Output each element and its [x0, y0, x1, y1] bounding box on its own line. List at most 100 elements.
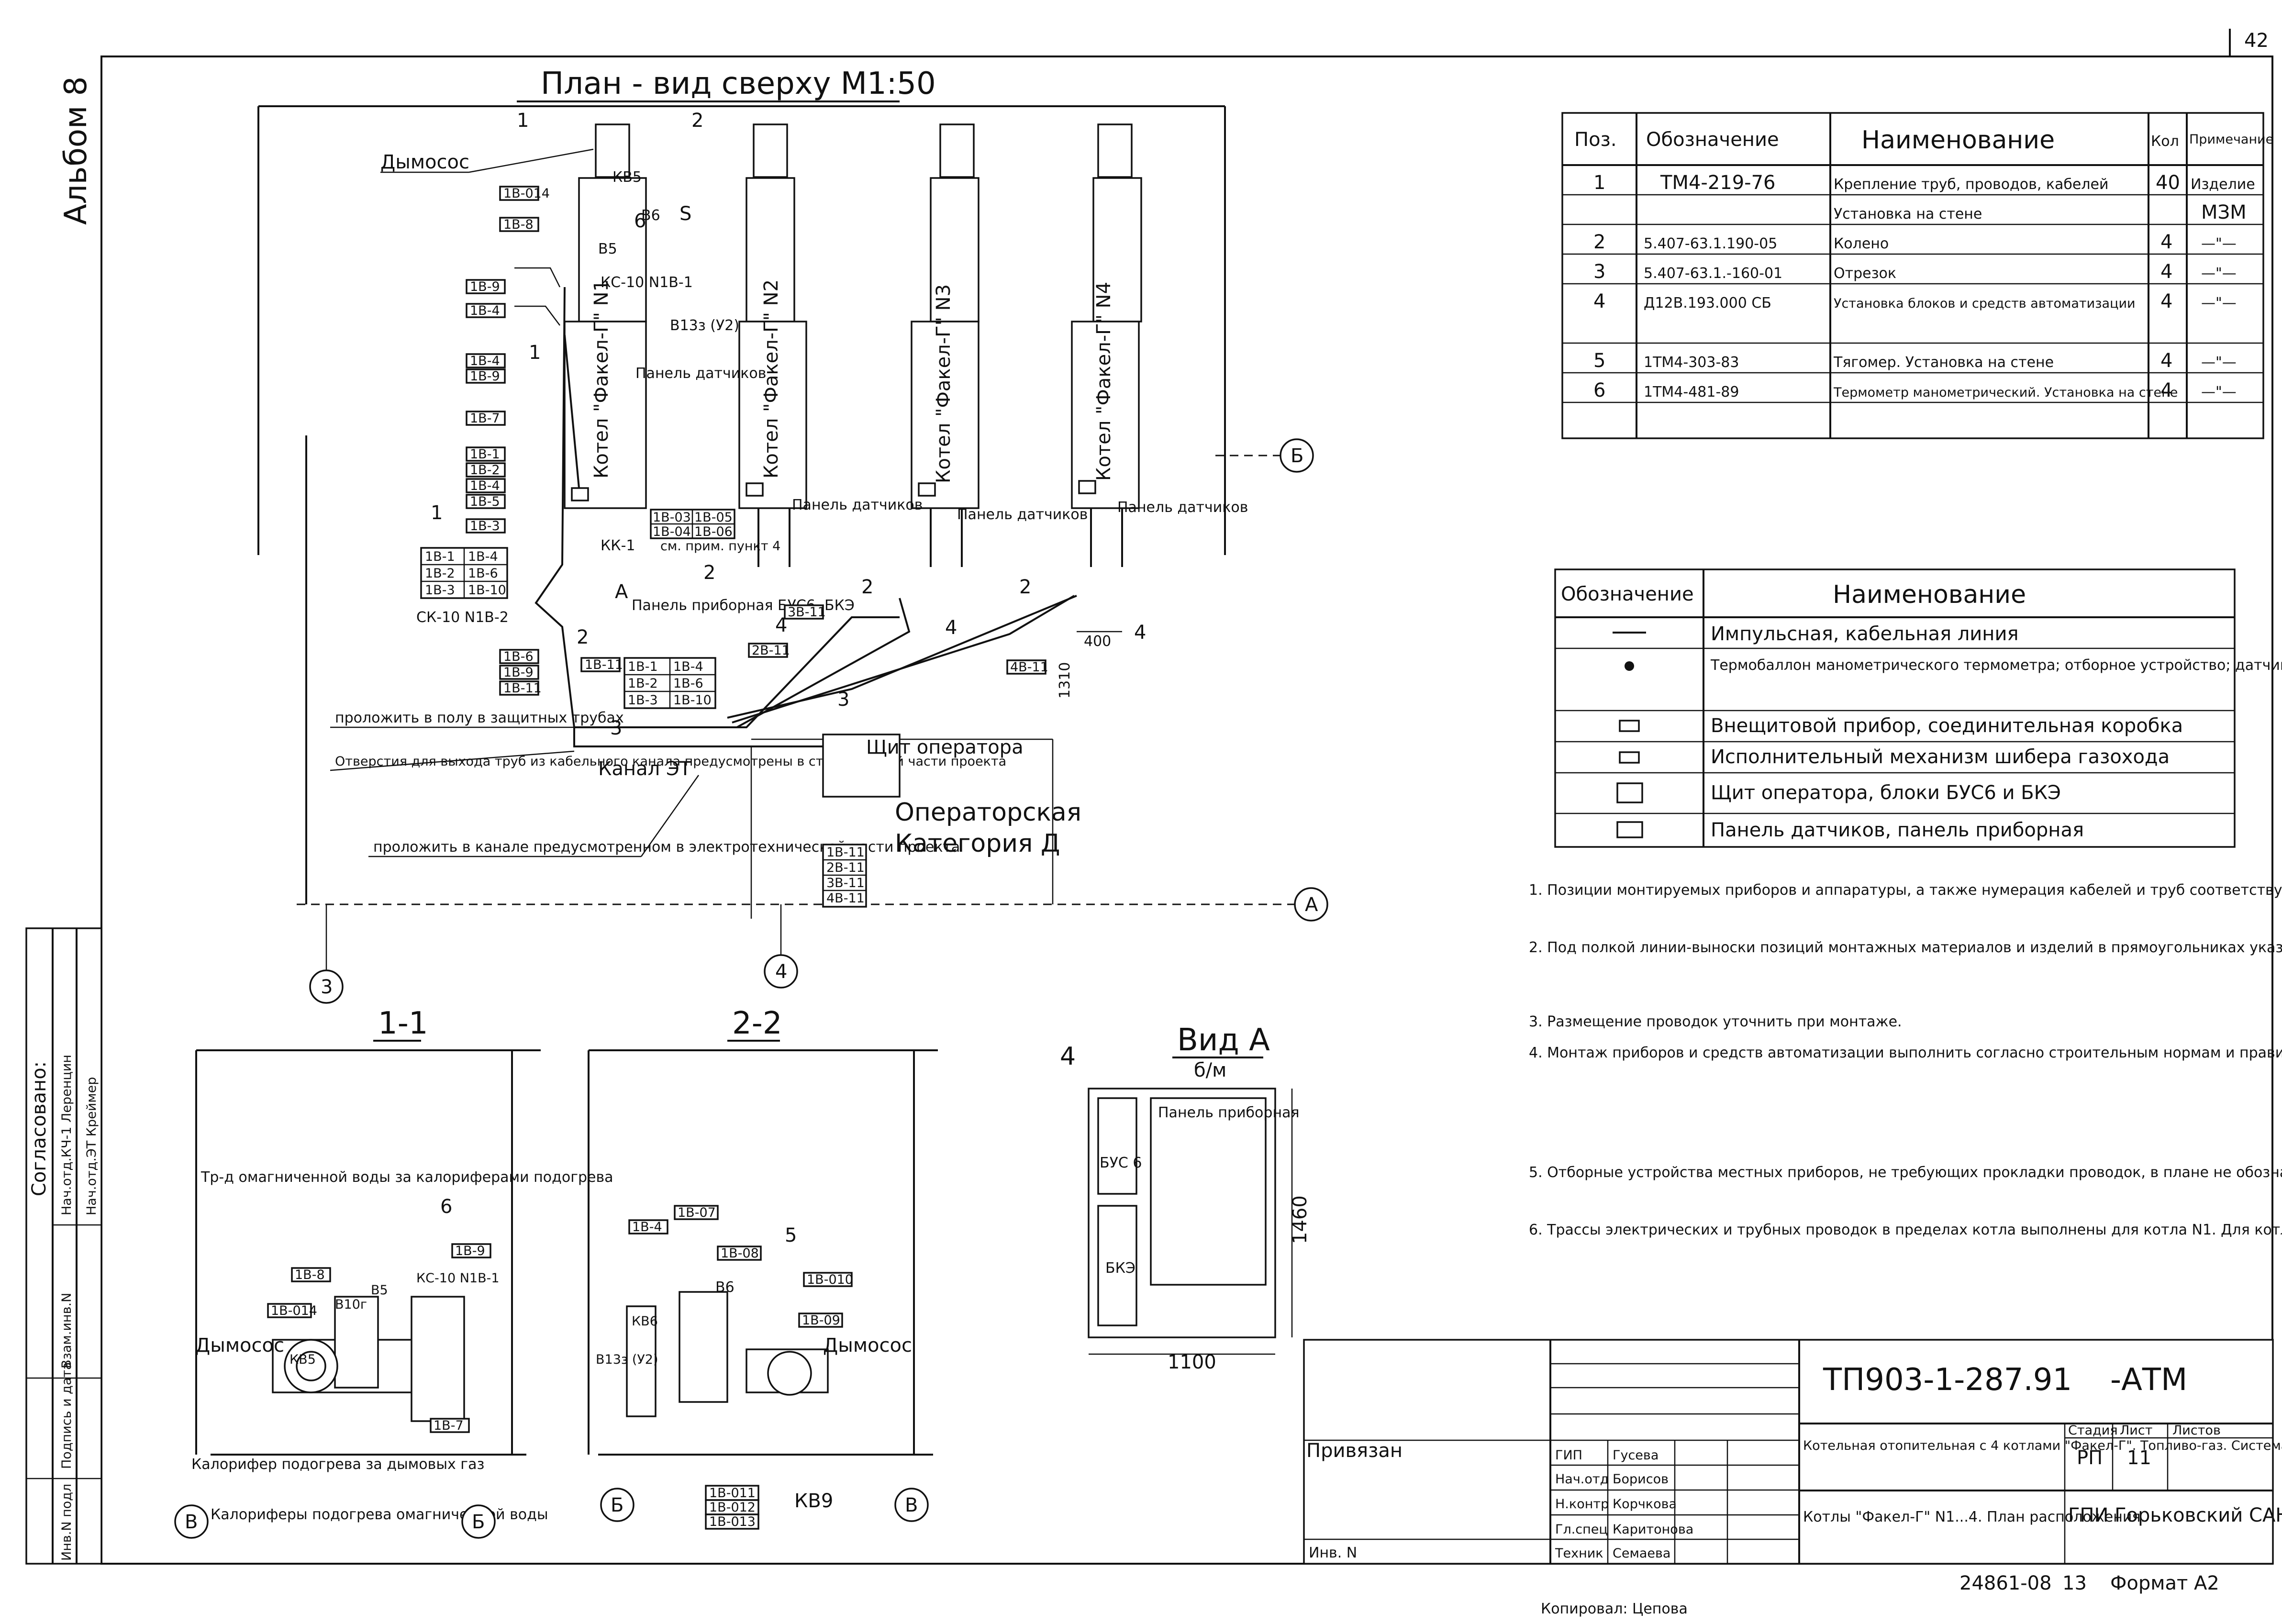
svg-text:В6: В6 [715, 1279, 735, 1296]
svg-text:ТМ4-219-76: ТМ4-219-76 [1660, 172, 1776, 194]
svg-text:1В-2: 1В-2 [470, 463, 500, 478]
cable-grid-a: 1В-1 1В-4 1В-2 1В-6 1В-3 1В-10 [420, 547, 508, 599]
svg-text:В: В [905, 1494, 918, 1516]
cable-labels-bottom: 1В-6 1В-9 1В-11 1В-11 [499, 649, 623, 696]
org-name: ГПИ Горьковский САНТЕХПРОЕКТ [2068, 1504, 2282, 1526]
smoke-22: Дымосос [823, 1335, 912, 1357]
svg-text:—"—: —"— [2201, 354, 2237, 371]
boiler-4: Котел "Факел-Г" N4 [1071, 123, 1142, 567]
svg-text:1В-4: 1В-4 [470, 354, 500, 368]
side-stamp: Согласовано: Нач.отд.КЧ-1 Леренцин Нач.о… [25, 927, 102, 1565]
svg-text:Каритонова: Каритонова [1613, 1522, 1693, 1537]
heater-flue-note: Калорифер подогрева за дымовых газ [191, 1456, 484, 1473]
svg-text:1В-4: 1В-4 [632, 1220, 662, 1235]
svg-text:Техник: Техник [1555, 1546, 1603, 1561]
boiler-3: Котел "Факел-Г" N3 [911, 123, 980, 567]
svg-text:Инв.N подл: Инв.N подл [59, 1484, 74, 1561]
sensor-panel-label-1: Панель датчиков [635, 365, 766, 382]
pipe-note: Тр-д омагниченной воды за калориферами п… [200, 1169, 613, 1186]
mark-kv5: КВ5 [612, 169, 642, 186]
svg-text:2: 2 [1593, 231, 1605, 253]
svg-text:Тягомер. Установка на стене: Тягомер. Установка на стене [1833, 354, 2054, 371]
svg-text:1В-11: 1В-11 [585, 657, 623, 672]
svg-text:1В-09: 1В-09 [802, 1313, 840, 1328]
view-a-scale: б/м [1194, 1059, 1226, 1081]
svg-text:3В-11: 3В-11 [826, 876, 865, 890]
svg-text:5: 5 [785, 1224, 797, 1246]
boiler-4-label: Котел "Факел-Г" N4 [1093, 282, 1115, 481]
svg-text:1В-03: 1В-03 [653, 510, 691, 525]
boiler-2: Котел "Факел-Г" N2 [738, 123, 807, 567]
doc-suffix: -АТМ [2110, 1362, 2187, 1398]
mark-v6: В6 [641, 207, 660, 224]
svg-text:—"—: —"— [2201, 384, 2237, 400]
svg-text:1В-011: 1В-011 [709, 1486, 756, 1501]
cable-routes [514, 267, 1077, 756]
svg-text:Борисов: Борисов [1613, 1472, 1669, 1487]
section-2-2-title: 2-2 [732, 1006, 782, 1041]
svg-text:4: 4 [2160, 231, 2172, 253]
note-2: 2. Под полкой линии-выноски позиций монт… [1529, 939, 2282, 956]
svg-text:1В-3: 1В-3 [628, 693, 658, 708]
heater-water-note: Калориферы подогрева омагниченной воды [211, 1506, 548, 1523]
svg-text:1В-10: 1В-10 [468, 583, 506, 598]
operator-cables: 1В-11 2В-11 3В-11 4В-11 [822, 844, 867, 908]
spec-header-code: Обозначение [1646, 129, 1779, 151]
sheets-label: Листов [2172, 1423, 2221, 1438]
axis-a-plan: А [1305, 894, 1318, 916]
svg-text:1В-010: 1В-010 [807, 1272, 853, 1287]
svg-text:1В-11: 1В-11 [503, 681, 542, 696]
svg-text:Щит оператора, блоки БУС6 и БК: Щит оператора, блоки БУС6 и БКЭ [1711, 782, 2061, 804]
bound-label: Привязан [1306, 1440, 1403, 1462]
svg-text:1В-8: 1В-8 [503, 217, 534, 232]
legend-table: Обозначение Наименование Импульсная, каб… [1554, 568, 2282, 848]
svg-text:Исполнительный механизм шибера: Исполнительный механизм шибера газохода [1711, 746, 2170, 768]
svg-text:Нач.отд: Нач.отд [1555, 1472, 1609, 1487]
boiler-2-label: Котел "Факел-Г" N2 [760, 279, 782, 478]
smoke-11: Дымосос [195, 1335, 284, 1357]
note-1: 1. Позиции монтируемых приборов и аппара… [1529, 882, 2282, 899]
dim-400: 400 [1084, 633, 1111, 650]
svg-text:4: 4 [1134, 622, 1146, 644]
svg-text:Колено: Колено [1834, 235, 1889, 252]
svg-text:—"—: —"— [2201, 265, 2237, 282]
cable-labels-left: 1В-014 1В-8 1В-9 1В-4 1В-4 1В-9 1В-7 1В-… [466, 186, 550, 534]
spec-header-name: Наименование [1861, 126, 2055, 155]
svg-text:Семаева: Семаева [1613, 1546, 1670, 1561]
view-a-bus: БУС 6 [1100, 1155, 1142, 1171]
operator-room-label: Операторская [895, 798, 1081, 827]
svg-text:1В-7: 1В-7 [434, 1418, 464, 1433]
view-a-bke: БКЭ [1105, 1260, 1135, 1277]
svg-text:1В-4: 1В-4 [673, 659, 703, 674]
title-block: ТП903-1-287.91 -АТМ Котельная отопительн… [1303, 1339, 2282, 1565]
svg-text:6: 6 [634, 210, 646, 232]
svg-text:1В-07: 1В-07 [678, 1205, 716, 1220]
svg-text:1В-9: 1В-9 [455, 1244, 485, 1258]
svg-text:Взам.инв.N: Взам.инв.N [59, 1293, 74, 1368]
stage-label: Стадия [2068, 1423, 2118, 1438]
svg-text:1В-013: 1В-013 [709, 1514, 756, 1529]
view-a-height: 1460 [1289, 1195, 1311, 1244]
boiler-1-label: Котел "Факел-Г" N1 [590, 279, 612, 478]
svg-text:КВ5: КВ5 [289, 1352, 316, 1367]
svg-text:3: 3 [837, 689, 849, 711]
spec-header-note: Примечание [2189, 132, 2273, 147]
svg-text:1В-5: 1В-5 [470, 494, 500, 509]
axis-b-plan: Б [1291, 445, 1303, 467]
svg-text:1В-6: 1В-6 [468, 566, 498, 581]
svg-text:1В-04: 1В-04 [653, 524, 691, 539]
label-2v: 2В-11 [752, 643, 790, 658]
svg-text:Установка на стене: Установка на стене [1834, 206, 1982, 222]
svg-text:3: 3 [1593, 261, 1605, 283]
svg-text:6: 6 [440, 1196, 452, 1218]
spec-table: Поз. Обозначение Наименование Кол Примеч… [1561, 112, 2273, 439]
axis-3-plan: 3 [321, 976, 333, 998]
svg-text:1В-10: 1В-10 [673, 693, 712, 708]
label-3v: 3В-11 [788, 605, 826, 620]
album-label: Альбом 8 [58, 77, 94, 225]
svg-text:2: 2 [1019, 576, 1031, 598]
mark-kc: КС-10 N1В-1 [601, 274, 693, 291]
svg-text:1В-1: 1В-1 [628, 659, 658, 674]
note-canal: проложить в канале предусмотренном в эле… [373, 839, 960, 856]
legend-header-symbol: Обозначение [1561, 583, 1694, 605]
